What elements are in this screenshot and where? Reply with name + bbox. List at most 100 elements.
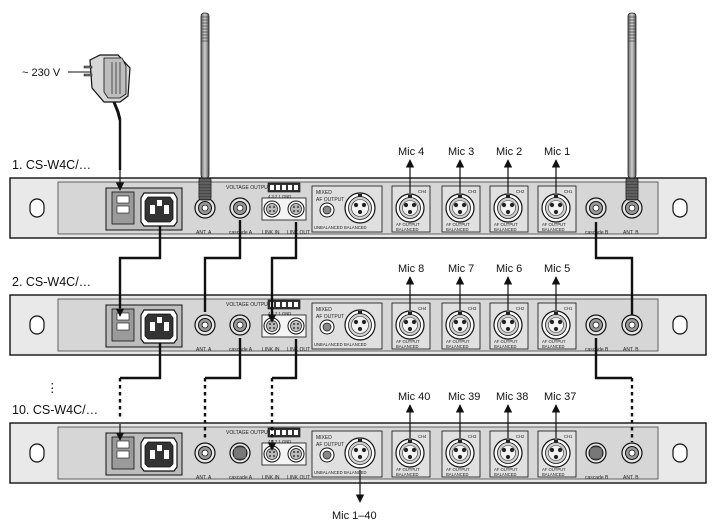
cascade-b-cable	[594, 338, 632, 380]
channel-label: CH3	[468, 189, 477, 194]
mic-label: Mic 39	[448, 391, 480, 403]
mic-label: Mic 4	[398, 146, 424, 158]
balanced-label: BALANCED	[344, 225, 367, 230]
channel-af-output-label: AF OUTPUT	[446, 222, 470, 227]
link-cable	[270, 222, 298, 316]
channel-af-output-label: AF OUTPUT	[494, 467, 518, 472]
channel-balanced-label: BALANCED	[396, 472, 419, 477]
cascade-b-socket	[585, 442, 607, 464]
ant-b-socket	[621, 314, 643, 336]
mic-label: Mic 8	[398, 263, 424, 275]
balanced-label: BALANCED	[344, 342, 367, 347]
mixed-label: MIXED	[316, 190, 332, 196]
antenna-a	[198, 12, 212, 201]
mic-label: Mic 3	[448, 146, 474, 158]
voltage-output-label: VOLTAGE OUTPUT	[226, 430, 271, 436]
ant-b-socket	[621, 197, 643, 219]
channel-label: CH4	[418, 189, 427, 194]
af-output-label: AF OUTPUT	[316, 314, 344, 320]
channel-balanced-label: BALANCED	[396, 227, 419, 232]
channel-label: CH1	[564, 189, 573, 194]
channel-label: CH1	[564, 434, 573, 439]
channel-label: CH2	[516, 306, 525, 311]
antenna-b	[625, 12, 639, 201]
channel-balanced-label: BALANCED	[494, 227, 517, 232]
cascade-a-socket	[229, 442, 251, 464]
balanced-label: BALANCED	[344, 470, 367, 475]
cascade-a-socket	[229, 314, 251, 336]
cascade-b-label: cascade B	[585, 475, 609, 481]
channel-af-output-label: AF OUTPUT	[396, 222, 420, 227]
rack-ear-hole	[29, 315, 45, 335]
unbalanced-jack	[319, 202, 335, 218]
unbalanced-label: UNBALANCED	[314, 225, 343, 230]
ant-a-label: ANT. A	[196, 230, 212, 236]
channel-xlr	[395, 193, 425, 223]
unit-title: 2. CS-W4C/…	[12, 275, 91, 289]
ant-b-label: ANT. B	[623, 347, 639, 353]
link-in-label: LINK IN	[262, 475, 280, 481]
unbalanced-label: UNBALANCED	[314, 470, 343, 475]
rack-ear-hole	[29, 443, 45, 463]
channel-balanced-label: BALANCED	[542, 344, 565, 349]
ant-a-label: ANT. A	[196, 475, 212, 481]
ant-a-label: ANT. A	[196, 347, 212, 353]
channel-xlr	[493, 193, 523, 223]
channel-balanced-label: BALANCED	[396, 344, 419, 349]
rack-ear-hole	[29, 198, 45, 218]
link-out-socket	[287, 200, 305, 218]
mic-label: Mic 5	[544, 263, 570, 275]
channel-label: CH4	[418, 434, 427, 439]
power-link-cable	[118, 226, 162, 308]
channel-balanced-label: BALANCED	[542, 472, 565, 477]
cascade-b-socket	[585, 197, 607, 219]
channel-xlr	[395, 438, 425, 468]
link-in-label: LINK IN	[262, 230, 280, 236]
mixed-output-label: Mic 1–40	[332, 510, 377, 522]
link-cable	[272, 339, 298, 380]
channel-label: CH3	[468, 434, 477, 439]
ant-a-socket	[194, 197, 216, 219]
channel-label: CH2	[516, 189, 525, 194]
channel-xlr	[445, 193, 475, 223]
mixed-label: MIXED	[316, 435, 332, 441]
channel-xlr	[541, 438, 571, 468]
channel-xlr	[395, 310, 425, 340]
mixed-xlr-output	[344, 437, 376, 469]
mic-label: Mic 38	[496, 391, 528, 403]
mains-voltage-label: ~ 230 V	[22, 67, 61, 79]
rack-ear-hole	[672, 198, 688, 218]
cascade-b-socket	[585, 314, 607, 336]
channel-af-output-label: AF OUTPUT	[396, 339, 420, 344]
unit-ellipsis: ⋮	[46, 381, 59, 395]
link-out-label: LINK OUT	[287, 347, 310, 353]
channel-label: CH3	[468, 306, 477, 311]
channel-xlr	[541, 193, 571, 223]
mic-label: Mic 6	[496, 263, 522, 275]
channel-af-output-label: AF OUTPUT	[542, 222, 566, 227]
link-in-label: LINK IN	[262, 347, 280, 353]
channel-af-output-label: AF OUTPUT	[446, 467, 470, 472]
mixed-label: MIXED	[316, 307, 332, 313]
channel-af-output-label: AF OUTPUT	[396, 467, 420, 472]
link-out-label: LINK OUT	[287, 230, 310, 236]
ant-b-label: ANT. B	[623, 230, 639, 236]
terminal-pins-label: 4 3 2 1 GND	[268, 194, 291, 199]
unit-title: 10. CS-W4C/…	[12, 403, 98, 417]
mic-label: Mic 1	[544, 146, 570, 158]
rack-ear-hole	[672, 315, 688, 335]
channel-af-output-label: AF OUTPUT	[542, 339, 566, 344]
cascade-a-cable	[203, 220, 242, 312]
unbalanced-label: UNBALANCED	[314, 342, 343, 347]
mic-label: Mic 37	[544, 391, 576, 403]
